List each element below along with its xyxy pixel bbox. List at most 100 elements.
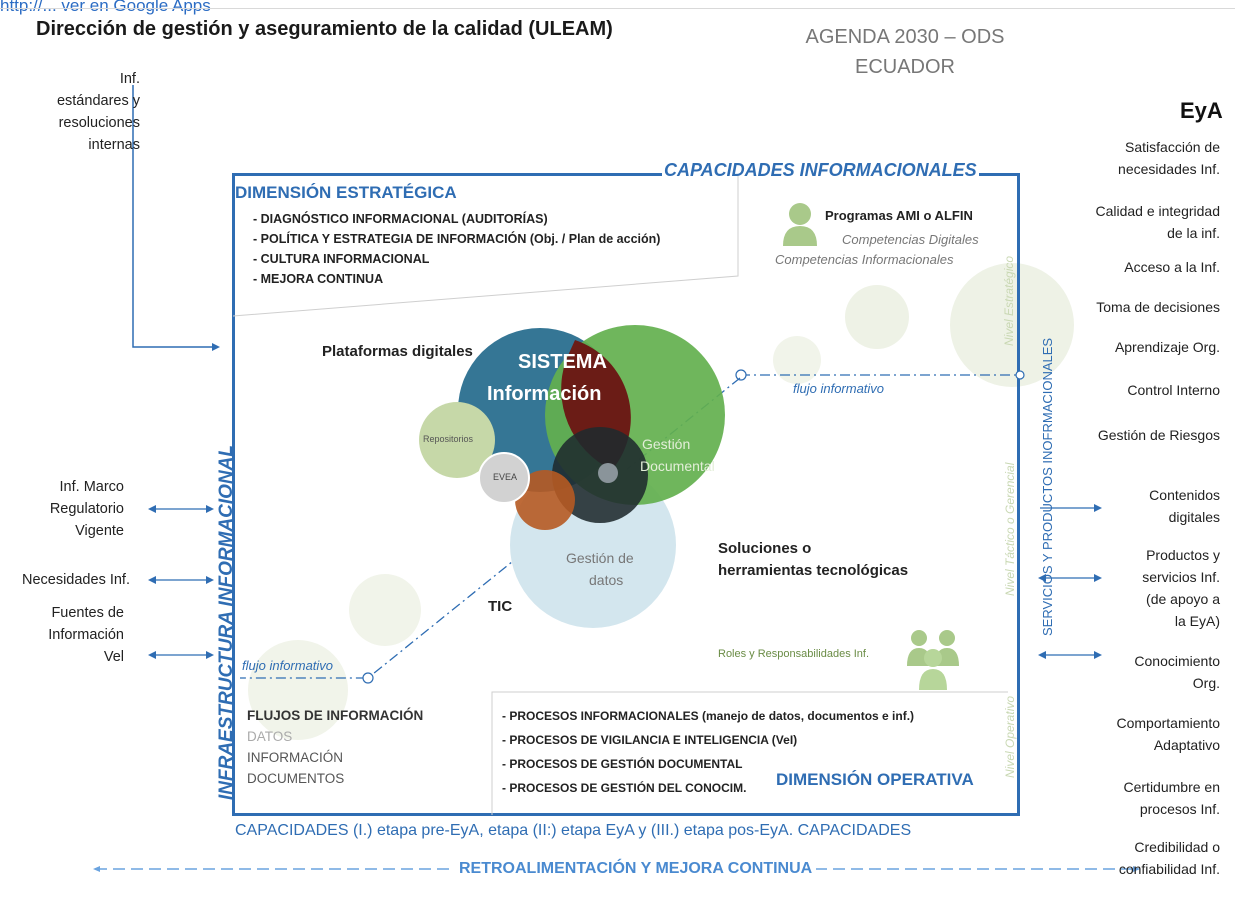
label-line: Toma de decisiones: [1096, 299, 1220, 315]
label-line: Aprendizaje Org.: [1114, 339, 1220, 355]
gestion-doc-label-1: Gestión: [642, 436, 691, 452]
pale-circle: [349, 574, 421, 646]
input-fuentes: Fuentes de Información Vel: [10, 602, 124, 668]
nivel-tactico: Nivel Táctico o Gerencial: [1003, 462, 1017, 596]
label-line: internas: [88, 137, 140, 153]
label-line: de la inf.: [1167, 225, 1220, 241]
informacion-label: Información: [487, 383, 602, 405]
label-line: Fuentes de: [51, 605, 124, 621]
venn-diagram: [419, 325, 725, 628]
pale-circle: [845, 285, 909, 349]
person-icon: [783, 203, 817, 246]
label-line: Credibilidad o: [1134, 839, 1220, 855]
gestion-doc-label-2: Documental: [640, 458, 715, 474]
label-line: Org.: [1192, 675, 1220, 691]
page-title: Dirección de gestión y aseguramiento de …: [36, 18, 613, 40]
label-line: digitales: [1168, 509, 1220, 525]
label-line: Regulatorio: [49, 501, 124, 517]
gestion-datos-label-2: datos: [589, 572, 624, 588]
venn-center-dot: [598, 463, 618, 483]
operativa-list: - PROCESOS INFORMACIONALES (manejo de da…: [502, 704, 914, 800]
operativa-item: - PROCESOS DE VIGILANCIA E INTELIGENCIA …: [502, 733, 798, 747]
label-line: Control Interno: [1127, 382, 1220, 398]
label-line: Gestión de Riesgos: [1097, 427, 1220, 443]
eya-heading: EyA: [1180, 98, 1223, 123]
agenda-line1: AGENDA 2030 – ODS: [805, 26, 1005, 48]
outcome-credibilidad: Credibilidad o confiabilidad Inf.: [1040, 836, 1220, 880]
label-line: servicios Inf.: [1142, 569, 1220, 585]
venn-orange: [515, 470, 575, 530]
label-line: Acceso a la Inf.: [1124, 259, 1220, 275]
label-line: (de apoyo a: [1146, 591, 1220, 607]
outcome-acceso: Acceso a la Inf.: [1040, 256, 1220, 278]
estrategica-item: - DIAGNÓSTICO INFORMACIONAL (AUDITORÍAS): [253, 212, 548, 226]
flujo-label-bottom: flujo informativo: [242, 658, 334, 673]
capacidades-frame: [232, 173, 1020, 816]
operativa-item: - PROCESOS INFORMACIONALES (manejo de da…: [502, 709, 915, 723]
flujos-item: FLUJOS DE INFORMACIÓN: [247, 708, 424, 723]
retroalimentacion-label: RETROALIMENTACIÓN Y MEJORA CONTINUA: [455, 860, 817, 878]
label-line: Certidumbre en: [1123, 779, 1221, 795]
label-line: Contenidos: [1149, 487, 1220, 503]
soluciones-label-2: herramientas tecnológicas: [718, 562, 909, 579]
operativa-title: DIMENSIÓN OPERATIVA: [776, 770, 974, 789]
competencias-informacionales: Competencias Informacionales: [775, 252, 954, 267]
label-line: Inf. Marco: [59, 479, 124, 495]
outcome-calidad: Calidad e integridad de la inf.: [1040, 200, 1220, 244]
estrategica-item: - POLÍTICA Y ESTRATEGIA DE INFORMACIÓN (…: [253, 232, 661, 246]
capacidades-bottom: CAPACIDADES (I.) etapa pre-EyA, etapa (I…: [235, 822, 912, 839]
label-line: Necesidades Inf.: [21, 572, 130, 588]
outcome-decisiones: Toma de decisiones: [1040, 296, 1220, 318]
label-line: Adaptativo: [1153, 737, 1220, 753]
operativa-item: - PROCESOS DE GESTIÓN DEL CONOCIM.: [502, 781, 747, 795]
input-marco: Inf. Marco Regulatorio Vigente: [10, 476, 124, 542]
plataformas-label: Plataformas digitales: [322, 343, 473, 360]
evea-label: EVEA: [493, 472, 518, 482]
flujo-line-diagonal: [240, 377, 741, 679]
programas-label: Programas AMI o ALFIN: [825, 208, 973, 223]
label-line: la EyA): [1174, 613, 1220, 629]
sistema-label: SISTEMA: [518, 351, 607, 373]
flujos-item: DATOS: [247, 729, 293, 744]
competencias-digitales: Competencias Digitales: [842, 232, 979, 247]
dimension-estrategica: DIMENSIÓN ESTRATÉGICA - DIAGNÓSTICO INFO…: [235, 183, 735, 315]
header-divider: [0, 8, 1235, 9]
input-estandares: Inf. estándares y resoluciones internas: [20, 68, 140, 156]
operativa-box: [491, 691, 1008, 815]
outcome-contenidos: Contenidos digitales: [1040, 484, 1220, 528]
flujos-item: DOCUMENTOS: [247, 771, 345, 786]
top-input-line: [132, 85, 212, 348]
outcome-aprendizaje: Aprendizaje Org.: [1040, 336, 1220, 358]
header-link[interactable]: http://... ver en Google Apps: [0, 0, 211, 15]
outcome-control: Control Interno: [1040, 379, 1220, 401]
roles-label: Roles y Responsabilidades Inf.: [718, 648, 870, 660]
label-line: Conocimiento: [1134, 653, 1220, 669]
estrategica-item: - MEJORA CONTINUA: [253, 272, 384, 286]
label-line: confiabilidad Inf.: [1118, 861, 1220, 877]
label-line: Calidad e integridad: [1095, 203, 1220, 219]
arrow-head: [212, 343, 220, 351]
flujos-list: FLUJOS DE INFORMACIÓN DATOS INFORMACIÓN …: [247, 705, 423, 789]
nivel-estrategico: Nivel Estratégico: [1002, 255, 1016, 346]
estrategica-title: DIMENSIÓN ESTRATÉGICA: [235, 183, 457, 202]
estrategica-box: [233, 176, 739, 317]
pale-circle: [773, 336, 821, 384]
agenda-line2: ECUADOR: [854, 56, 955, 78]
estrategica-divider: [233, 176, 739, 317]
estrategica-list: - DIAGNÓSTICO INFORMACIONAL (AUDITORÍAS)…: [253, 209, 735, 289]
flujos-item: INFORMACIÓN: [247, 750, 343, 765]
label-line: necesidades Inf.: [1118, 161, 1220, 177]
capacidades-informacionales-label: CAPACIDADES INFORMACIONALES: [662, 160, 979, 181]
label-line: estándares y: [56, 93, 140, 109]
pale-circle: [248, 640, 348, 740]
nivel-operativo: Nivel Operativo: [1003, 695, 1017, 778]
tic-label: TIC: [488, 598, 513, 615]
pale-circle-strategic: [950, 263, 1074, 387]
repositorios-label: Repositorios: [423, 434, 474, 444]
